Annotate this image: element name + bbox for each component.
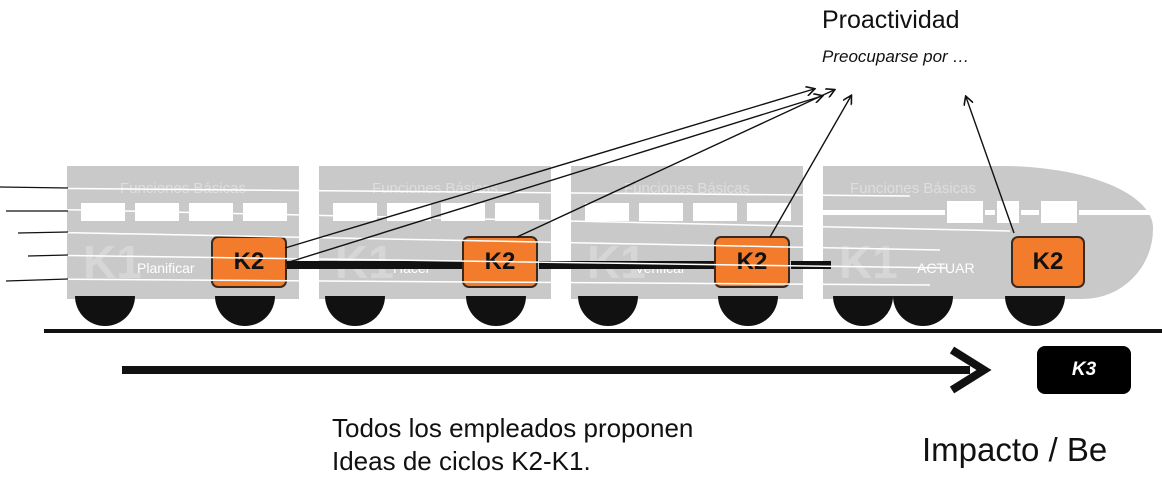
left-line-stubs bbox=[0, 186, 69, 282]
line-stub bbox=[5, 278, 69, 282]
window bbox=[639, 203, 683, 221]
k3-badge: K3 bbox=[1037, 346, 1131, 394]
progress-arrow-head bbox=[949, 346, 992, 394]
line-stub bbox=[27, 254, 69, 257]
arrow-k2-planificar bbox=[284, 89, 814, 249]
guide-line bbox=[35, 231, 941, 251]
window bbox=[1041, 201, 1077, 223]
line-stub bbox=[17, 231, 69, 234]
window-strip bbox=[985, 210, 995, 215]
k1-label: K1 bbox=[83, 236, 142, 288]
caption: Todos los empleados proponen Ideas de ci… bbox=[332, 412, 693, 478]
impact-label: Impacto / Be bbox=[922, 431, 1108, 468]
proactividad-subtitle: Preocuparse por … bbox=[822, 47, 970, 66]
window bbox=[693, 203, 737, 221]
function-label: Funciones Básicas bbox=[624, 180, 750, 197]
window bbox=[495, 203, 539, 221]
window bbox=[947, 201, 983, 223]
line-stub bbox=[0, 186, 69, 189]
window bbox=[189, 203, 233, 221]
window bbox=[81, 203, 125, 221]
arrow-k2-verificar bbox=[769, 96, 851, 238]
k1-label: K1 bbox=[839, 236, 898, 288]
proactividad-title: Proactividad bbox=[822, 6, 960, 34]
k2-box: K2 bbox=[211, 236, 287, 288]
guide-line bbox=[35, 254, 948, 269]
guide-line bbox=[29, 278, 931, 286]
window-strip bbox=[1021, 210, 1039, 215]
arrow-k2-planificar-2 bbox=[285, 96, 822, 264]
window bbox=[441, 203, 485, 221]
window-strip bbox=[823, 210, 945, 215]
window bbox=[585, 203, 629, 221]
train-car-1: Funciones Básicas K1 Planificar bbox=[67, 166, 299, 299]
arrow-k2-actuar bbox=[966, 97, 1015, 234]
train-car-4-locomotive: Funciones Básicas K1 ACTUAR bbox=[823, 166, 1153, 299]
k2-box: K2 bbox=[1011, 236, 1085, 288]
guide-line bbox=[13, 187, 911, 197]
coupler bbox=[287, 261, 462, 269]
guide-lines bbox=[13, 187, 1011, 286]
window-strip bbox=[1079, 210, 1153, 215]
caption-line-1: Todos los empleados proponen bbox=[332, 413, 694, 443]
caption-line-2: Ideas de ciclos K2-K1. bbox=[332, 446, 591, 476]
coupler bbox=[791, 261, 831, 269]
function-label: Funciones Básicas bbox=[850, 180, 976, 197]
window bbox=[747, 203, 791, 221]
function-label: Funciones Básicas bbox=[120, 180, 246, 197]
coupler bbox=[539, 261, 715, 269]
guide-line bbox=[35, 208, 1011, 232]
arrow-k2-hacer bbox=[516, 90, 834, 238]
window bbox=[243, 203, 287, 221]
window bbox=[997, 201, 1019, 223]
phase-label-planificar: Planificar bbox=[137, 260, 195, 276]
k2-box: K2 bbox=[714, 236, 790, 288]
